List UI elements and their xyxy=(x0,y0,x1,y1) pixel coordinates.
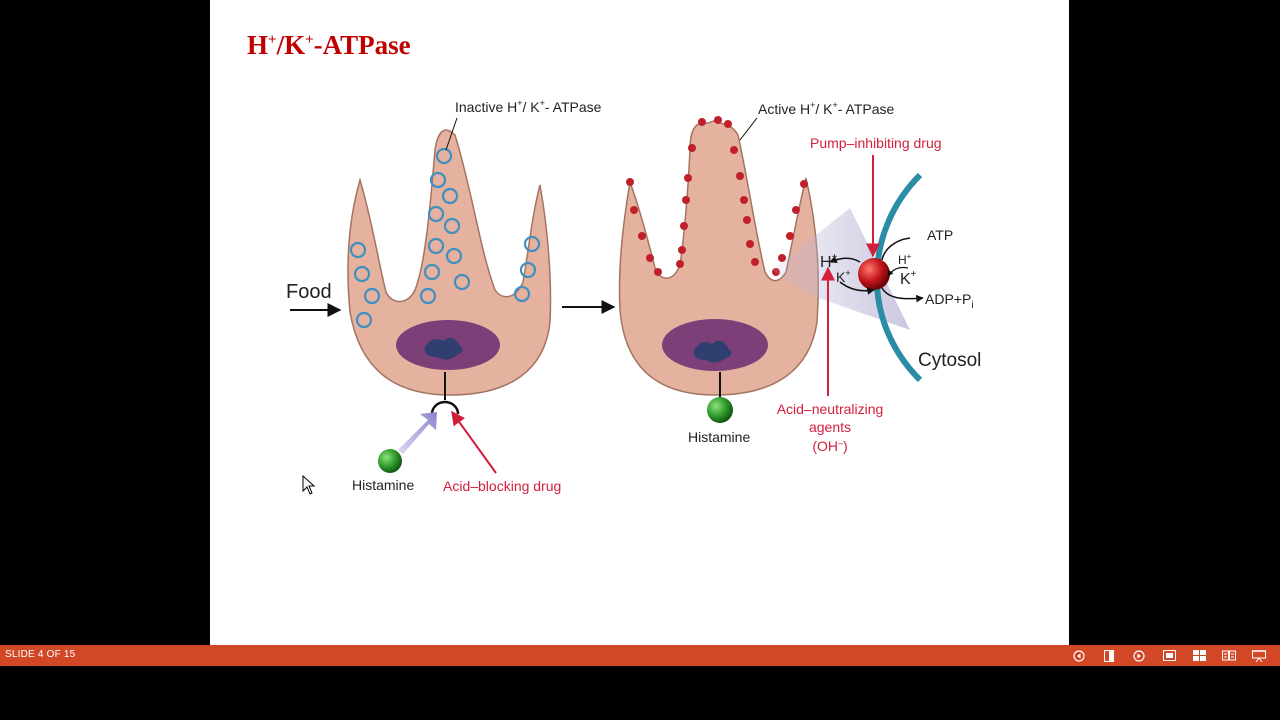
reading-view-button[interactable] xyxy=(1214,647,1244,664)
histamine-label-left: Histamine xyxy=(352,477,414,493)
next-slide-button[interactable] xyxy=(1124,647,1154,664)
slide-sorter-icon xyxy=(1192,650,1206,661)
normal-view-icon xyxy=(1162,650,1176,661)
slideshow-icon xyxy=(1252,649,1266,662)
acid-neutralizing-label: Acid–neutralizing agents (OH–) xyxy=(777,401,884,454)
notes-icon xyxy=(1104,649,1114,662)
view-controls xyxy=(1064,647,1274,664)
histamine-sphere-right xyxy=(707,397,733,423)
slideshow-button[interactable] xyxy=(1244,647,1274,664)
inactive-vesicles xyxy=(349,147,541,329)
slide-canvas: H+/K+-ATPase xyxy=(210,0,1069,645)
proton-pump-diagram: Inactive H+/ K+- ATPase Active H+/ K+- A… xyxy=(286,98,981,494)
proton-pump-sphere xyxy=(858,258,890,290)
notes-button[interactable] xyxy=(1094,647,1124,664)
normal-view-button[interactable] xyxy=(1154,647,1184,664)
histamine-sphere-left xyxy=(378,449,402,473)
inactive-atpase-label: Inactive H+/ K+- ATPase xyxy=(455,98,602,115)
previous-icon xyxy=(1073,649,1085,662)
svg-text:agents: agents xyxy=(809,419,851,435)
previous-slide-button[interactable] xyxy=(1064,647,1094,664)
active-atpase-label: Active H+/ K+- ATPase xyxy=(758,100,895,117)
atp-label: ATP xyxy=(927,227,953,243)
food-label: Food xyxy=(286,281,332,303)
next-icon xyxy=(1133,649,1145,662)
inactive-parietal-cell xyxy=(347,129,552,415)
h-ion-small-label: H+ xyxy=(898,252,912,267)
slide-counter: SLIDE 4 OF 15 xyxy=(5,649,76,660)
slide-sorter-button[interactable] xyxy=(1184,647,1214,664)
reading-view-icon xyxy=(1222,650,1236,661)
k-ion-label: K+ xyxy=(836,268,851,285)
slide-title: H+/K+-ATPase xyxy=(247,30,411,60)
k-ion-right-label: K+ xyxy=(900,269,917,288)
status-bar: SLIDE 4 OF 15 xyxy=(0,645,1280,666)
pump-inhibiting-drug-label: Pump–inhibiting drug xyxy=(810,135,942,151)
active-parietal-cell xyxy=(618,116,819,398)
cytosol-label: Cytosol xyxy=(918,350,981,371)
h-ion-label: H+ xyxy=(820,252,838,271)
adp-pi-label: ADP+Pi xyxy=(925,291,974,311)
histamine-label-right: Histamine xyxy=(688,429,750,445)
acid-blocking-drug-label: Acid–blocking drug xyxy=(443,478,561,494)
svg-text:(OH–): (OH–) xyxy=(812,438,847,454)
mouse-cursor-icon xyxy=(302,475,316,495)
histamine-binding-arrow xyxy=(398,412,437,454)
active-pumps xyxy=(626,116,808,276)
svg-text:Acid–neutralizing: Acid–neutralizing xyxy=(777,401,884,417)
